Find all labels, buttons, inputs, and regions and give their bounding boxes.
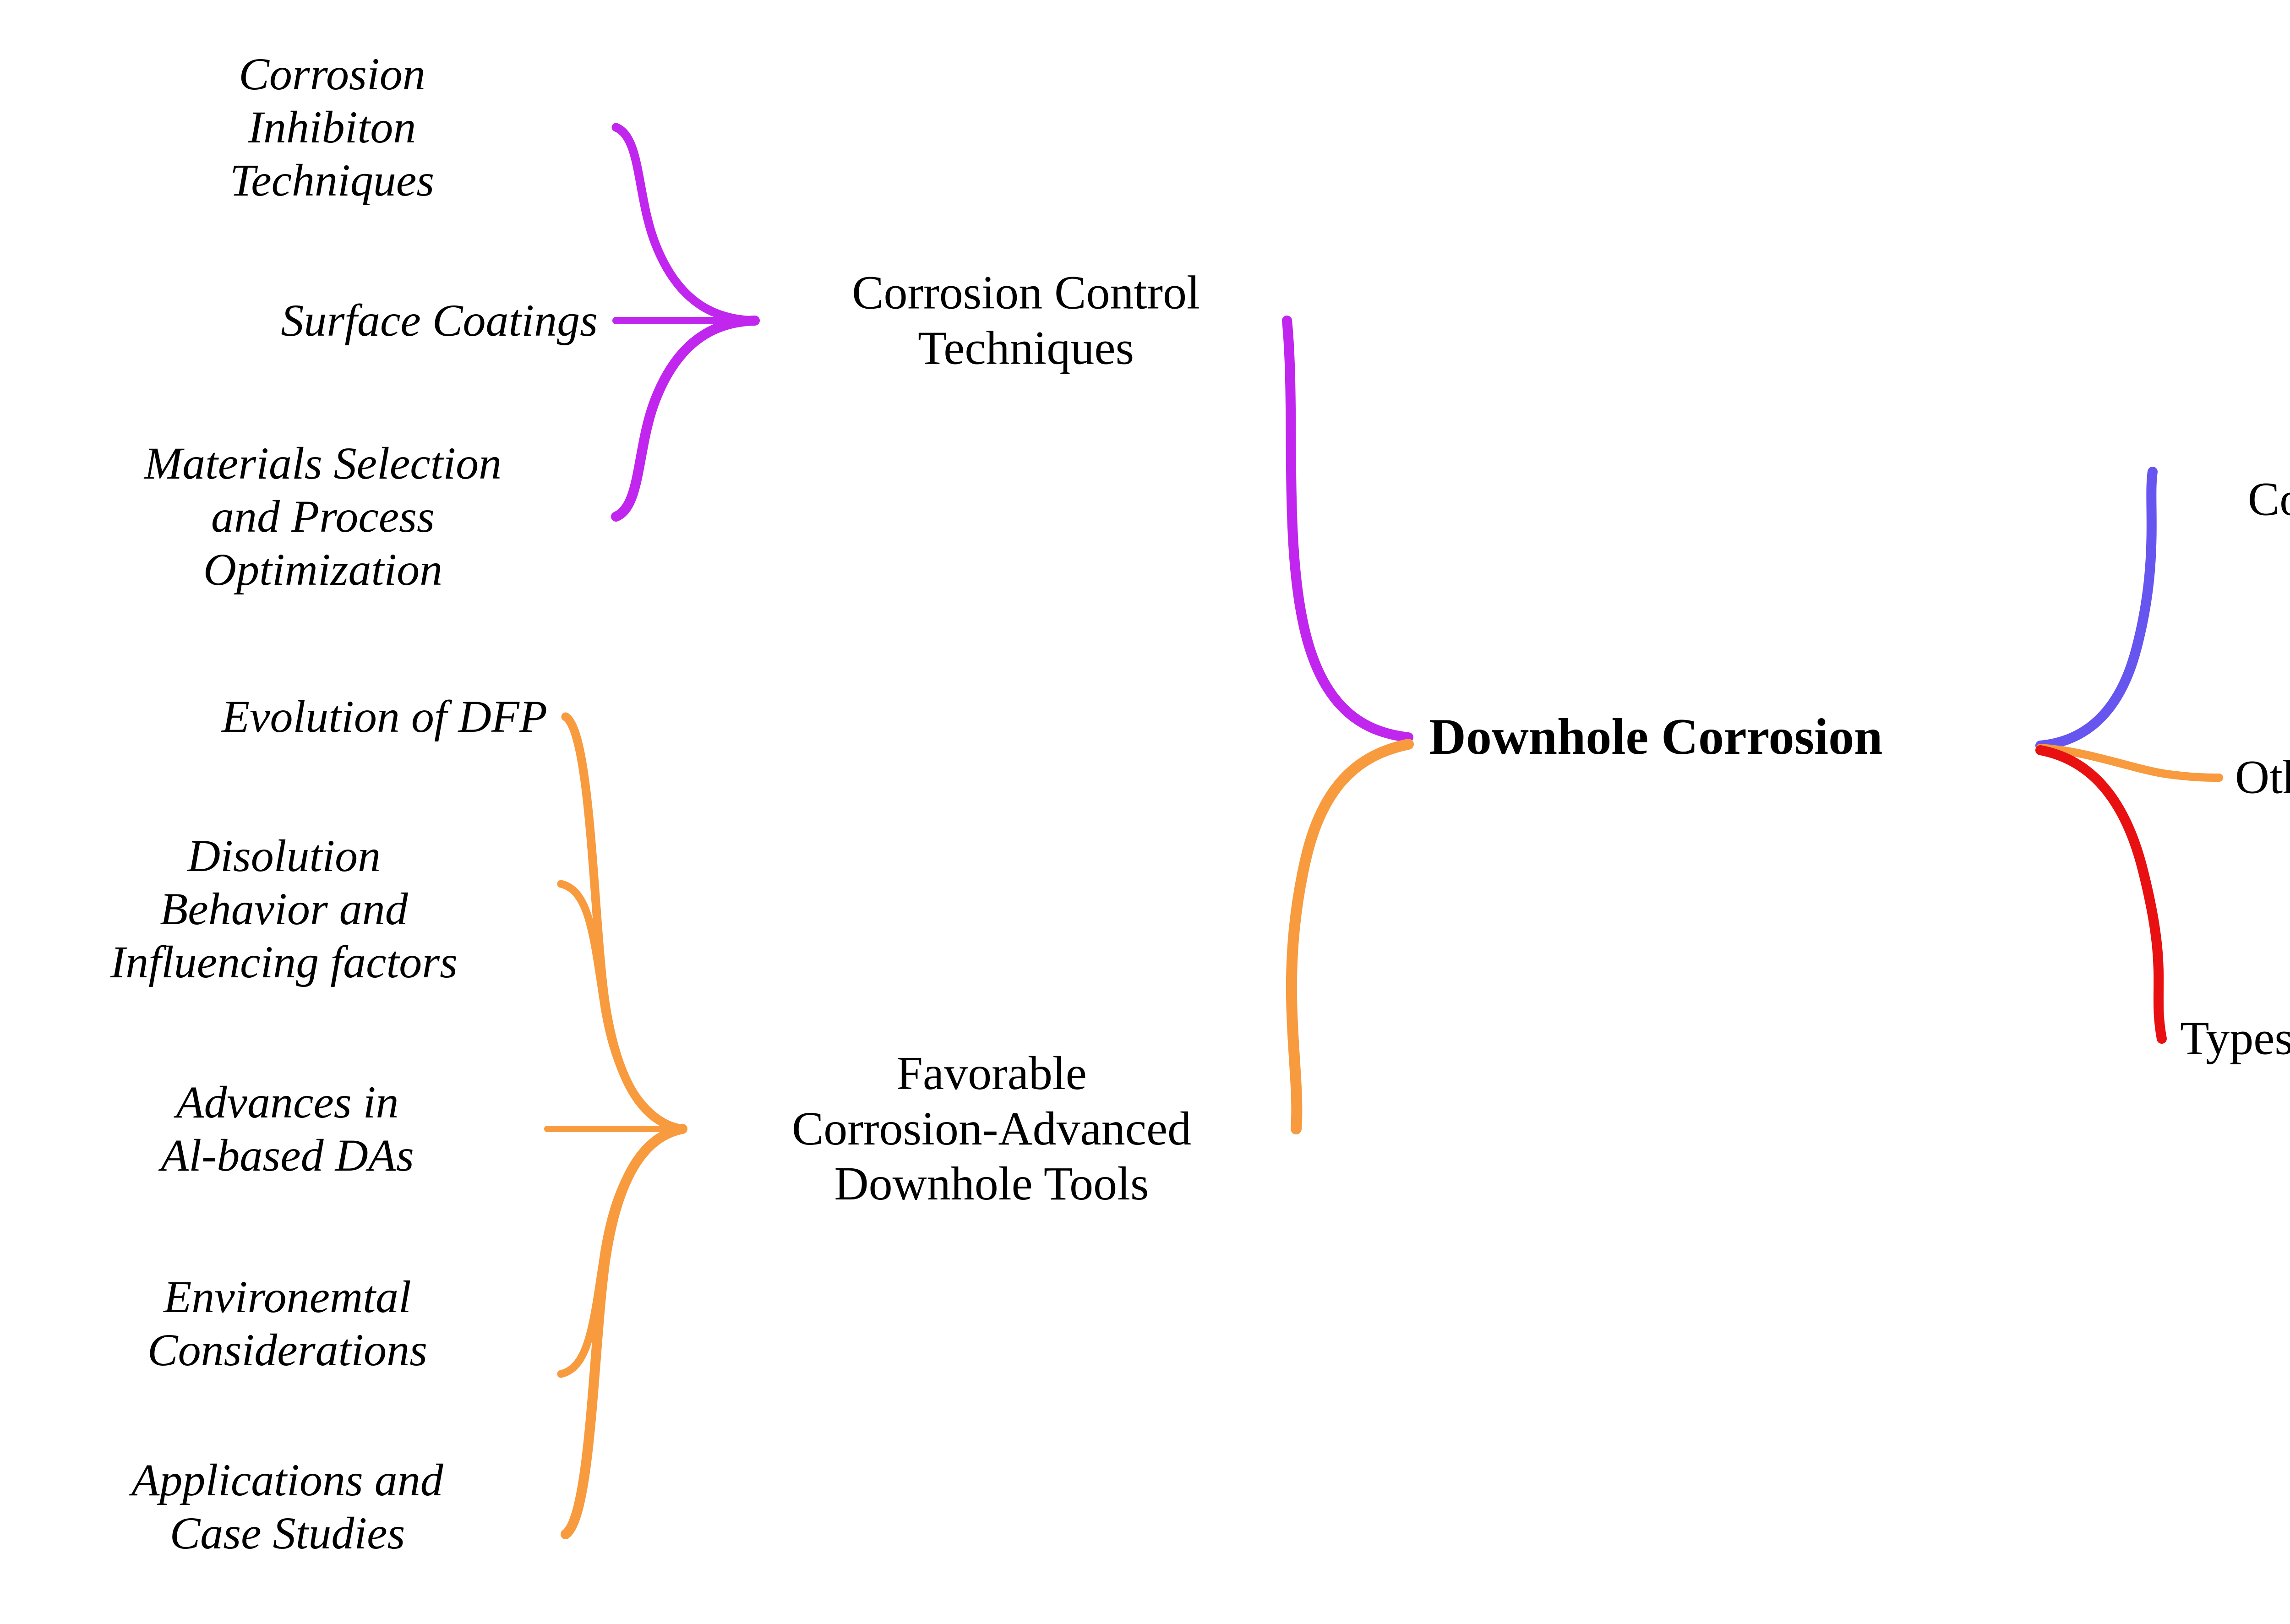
edge-fav-to-applications-and-case-studies — [561, 1124, 687, 1539]
edge-group-other-factors — [2036, 744, 2223, 782]
edge-root-to-favorable-tools — [1286, 739, 1414, 1134]
edge-root-to-types-of-corrosion — [2035, 745, 2167, 1044]
branch-node-influence-of-corrosive-gases[interactable]: Influence of Corrosive Gases — [2247, 417, 2290, 525]
branch-node-corrosion-control-techniques[interactable]: Corrosion Control Techniques — [852, 266, 1200, 374]
branch-node-other-factors[interactable]: Other Factors — [2235, 751, 2290, 804]
edge-ccт-to-corrosion-inhibiton-techniques — [611, 123, 759, 325]
leaf-node-corrosion-inhibiton-techniques[interactable]: Corrosion Inhibiton Techniques — [229, 49, 435, 206]
edge-group-corrosion-control-techniques — [611, 123, 1413, 742]
leaf-node-applications-and-case-studies[interactable]: Applications and Case Studies — [131, 1455, 443, 1559]
leaf-node-advances-in-al-based-das[interactable]: Advances in Al-based DAs — [161, 1077, 414, 1181]
branch-node-types-of-corrosion[interactable]: Types of Corrosion — [2180, 1012, 2290, 1065]
edge-fav-to-disolution-behavior — [557, 880, 687, 1133]
edge-fav-to-environemtal-considerations — [557, 1125, 687, 1378]
leaf-node-disolution-behavior-and-influencing-factors[interactable]: Disolution Behavior and Influencing fact… — [110, 830, 458, 987]
leaf-node-materials-selection-and-process-optimization[interactable]: Materials Selection and Process Optimiza… — [144, 438, 502, 595]
center-node-downhole-corrosion[interactable]: Downhole Corrosion — [1429, 708, 1883, 766]
edge-root-to-other-factors — [2036, 744, 2223, 782]
edge-group-influence-of-corrosive-gases — [2035, 467, 2158, 751]
leaf-node-environemtal-considerations[interactable]: Environemtal Considerations — [147, 1271, 428, 1375]
edge-cct-to-materials-selection — [611, 316, 760, 522]
edge-root-to-corrosion-control-techniques — [1282, 316, 1413, 742]
branch-node-favorable-corrosion-advanced-downhole-tools[interactable]: Favorable Corrosion-Advanced Downhole To… — [791, 1047, 1192, 1210]
edge-group-favorable-corrosion-advanced-downhole-tools — [544, 712, 1414, 1539]
edge-group-types-of-corrosion — [2035, 745, 2167, 1044]
leaf-node-evolution-of-dfp[interactable]: Evolution of DFP — [222, 691, 547, 742]
edge-root-to-influence-of-corrosive-gases — [2035, 467, 2158, 751]
leaf-node-surface-coatings[interactable]: Surface Coatings — [281, 295, 598, 346]
